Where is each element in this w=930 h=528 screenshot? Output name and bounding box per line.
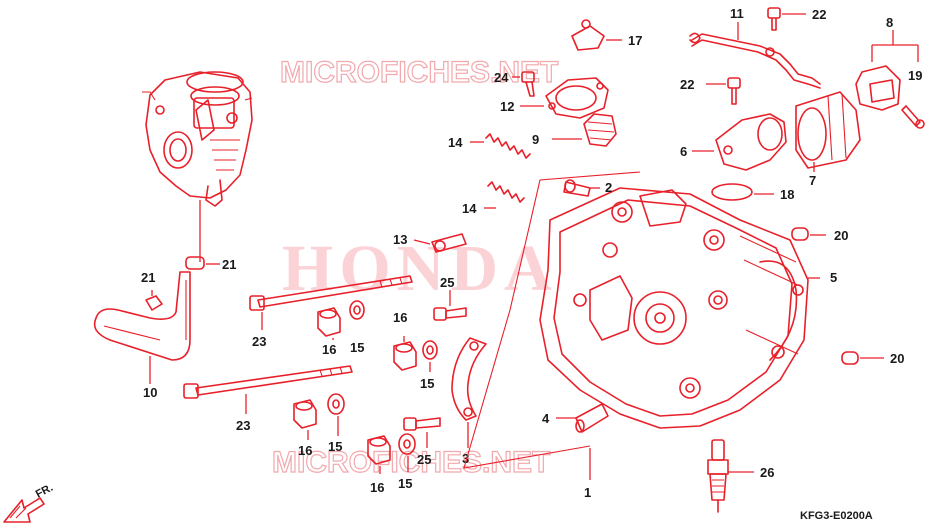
callout-25-upper: 25: [440, 275, 454, 290]
bolt-25-upper: [433, 307, 467, 321]
spark-plug: [707, 439, 729, 513]
callout-10: 10: [143, 385, 157, 400]
callout-8: 8: [886, 15, 893, 30]
screw-19: [901, 105, 925, 129]
callout-17: 17: [628, 33, 642, 48]
breather-hose: [93, 271, 191, 361]
callout-4: 4: [542, 411, 550, 426]
valve-13: [431, 233, 467, 253]
callout-1: 1: [584, 485, 591, 500]
callout-21-lower: 21: [141, 270, 155, 285]
callout-14-lower: 14: [462, 201, 477, 216]
bolt-22-upper: [767, 7, 781, 31]
cylinder-head: [539, 187, 809, 429]
clip-21-lower: [145, 290, 163, 311]
callout-18: 18: [780, 187, 794, 202]
o-ring-18: [711, 183, 753, 201]
direction-label: FR.: [34, 482, 55, 501]
callout-20-upper: 20: [834, 228, 848, 243]
dowel-pin-20-upper: [791, 227, 809, 241]
clip-17: [571, 19, 605, 51]
callout-20-lower: 20: [890, 351, 904, 366]
callout-6: 6: [680, 144, 687, 159]
callout-5: 5: [830, 270, 837, 285]
clamp-21-upper: [185, 256, 220, 270]
band-8: [855, 65, 901, 111]
callout-25-lower: 25: [417, 452, 431, 467]
callout-2: 2: [605, 180, 612, 195]
watermark-brand: HONDA: [282, 232, 558, 305]
callout-23-upper: 23: [252, 334, 266, 349]
callout-15-c: 15: [328, 439, 342, 454]
spring-14-upper: [485, 133, 531, 159]
carburetor: [142, 71, 253, 207]
callout-12: 12: [500, 99, 514, 114]
nut-16-d: [367, 435, 391, 465]
callout-13: 13: [393, 232, 407, 247]
dowel-pin-20-lower: [841, 351, 859, 365]
cover-12: [545, 77, 609, 119]
callout-15-d: 15: [398, 476, 412, 491]
callout-16-a: 16: [322, 342, 336, 357]
callout-23-lower: 23: [236, 418, 250, 433]
callout-16-d: 16: [370, 480, 384, 495]
washer-15-c: [327, 393, 345, 415]
washer-15-b: [422, 340, 438, 360]
part-9: [583, 113, 617, 147]
callout-24: 24: [494, 70, 509, 85]
callout-22-upper: 22: [812, 7, 826, 22]
watermark-top: MICROFICHES.NET: [280, 56, 558, 89]
callout-11: 11: [730, 6, 744, 21]
bracket-11: [689, 32, 821, 89]
callout-9: 9: [532, 132, 539, 147]
nut-16-a: [317, 307, 341, 337]
callout-7: 7: [809, 173, 816, 188]
callout-16-b: 16: [393, 310, 407, 325]
callout-22-lower: 22: [680, 77, 694, 92]
callout-15-a: 15: [350, 340, 364, 355]
nut-16-c: [293, 399, 317, 429]
stud-bolt-23-upper: [249, 275, 413, 311]
callout-19: 19: [908, 68, 922, 83]
intake-joint-7: [795, 91, 861, 169]
cam-chain-guide: [451, 337, 487, 421]
bolt-25-lower: [403, 417, 441, 431]
callout-15-b: 15: [420, 376, 434, 391]
front-direction-arrow: [3, 497, 45, 523]
washer-15-d: [398, 433, 416, 455]
diagram-code: KFG3-E0200A: [800, 510, 873, 522]
callout-14-upper: 14: [448, 135, 463, 150]
bolt-2: [563, 179, 591, 197]
intake-pipe-6: [715, 113, 787, 171]
washer-15-a: [349, 300, 365, 320]
callout-16-c: 16: [298, 443, 312, 458]
bolt-24: [521, 71, 535, 97]
pin-4: [575, 403, 609, 433]
nut-16-b: [393, 341, 417, 371]
bolt-22-lower: [727, 77, 741, 105]
spring-14-lower: [487, 181, 525, 203]
watermark-bottom: MICROFICHES.NET: [272, 446, 550, 479]
stud-bolt-23-lower: [183, 365, 353, 399]
callout-3: 3: [462, 451, 469, 466]
callout-21-upper: 21: [222, 257, 236, 272]
callout-26: 26: [760, 465, 774, 480]
